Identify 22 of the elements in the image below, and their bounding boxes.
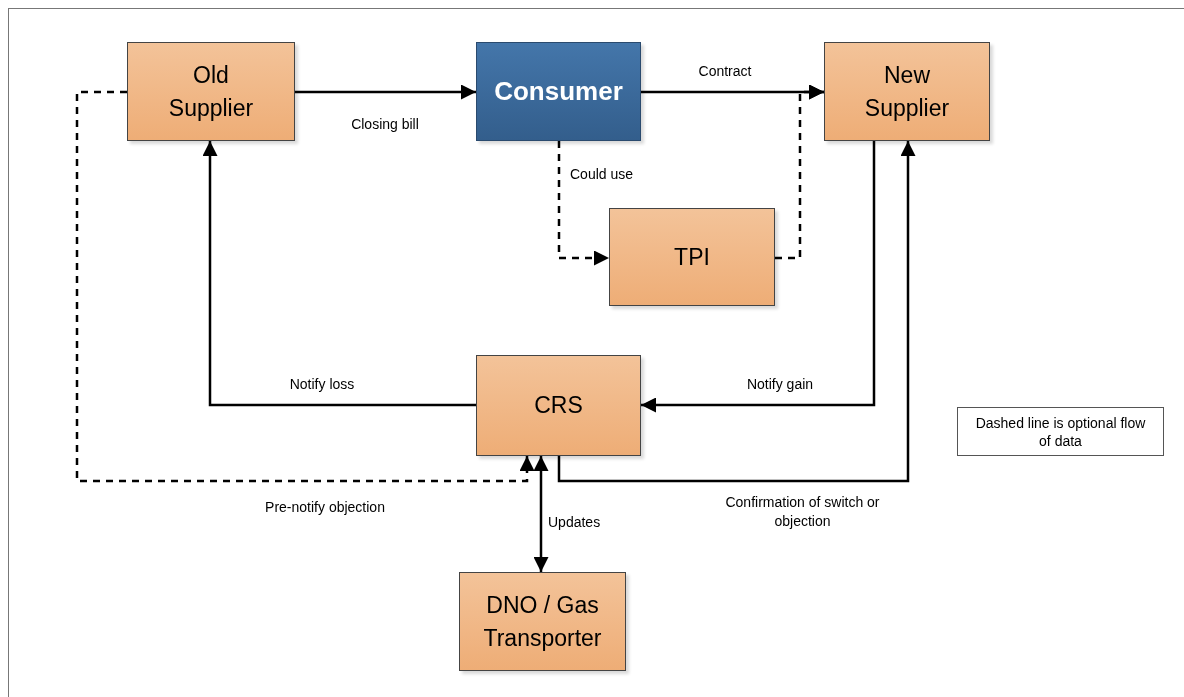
box-label: TPI <box>674 242 710 272</box>
box-label: CRS <box>534 391 583 420</box>
arrow <box>641 141 876 413</box>
arrow <box>557 141 916 483</box>
process-box <box>476 42 641 141</box>
process-box <box>476 355 641 456</box>
arrow <box>202 141 476 407</box>
box-label: Consumer <box>494 75 623 108</box>
arrow <box>75 90 535 483</box>
arrow <box>295 84 476 100</box>
box-label: New Supplier <box>863 60 951 123</box>
box-label: Old Supplier <box>167 60 255 123</box>
process-box <box>459 572 626 671</box>
arrow <box>557 141 609 266</box>
process-box <box>824 42 990 141</box>
arrow <box>533 456 549 572</box>
arrow <box>775 84 824 260</box>
process-box <box>127 42 295 141</box>
note-box <box>957 407 1164 456</box>
process-box <box>609 208 775 306</box>
box-label: DNO / Gas Transporter <box>482 590 603 653</box>
box-label: Dashed line is optional flow of data <box>974 413 1147 450</box>
